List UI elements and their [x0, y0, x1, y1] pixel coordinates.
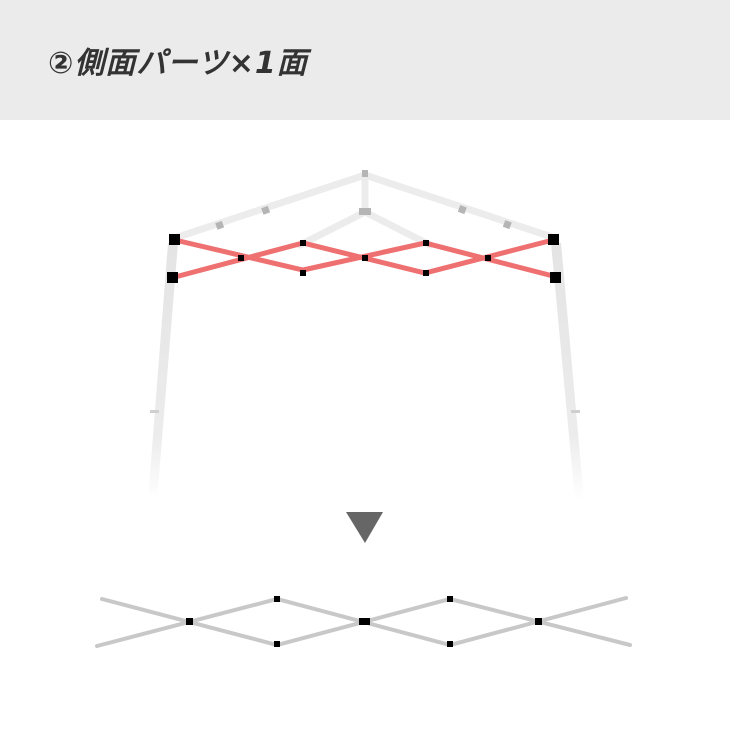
side-part-joints — [167, 234, 561, 283]
page-title: ②側面パーツ×1面 — [48, 46, 308, 81]
down-triangle-icon — [346, 512, 383, 543]
roof-joints — [215, 170, 512, 230]
roof-frame — [171, 171, 559, 249]
detached-part-joints — [186, 596, 542, 647]
tent-legs — [148, 243, 584, 500]
header-bar: ②側面パーツ×1面 — [0, 0, 730, 120]
